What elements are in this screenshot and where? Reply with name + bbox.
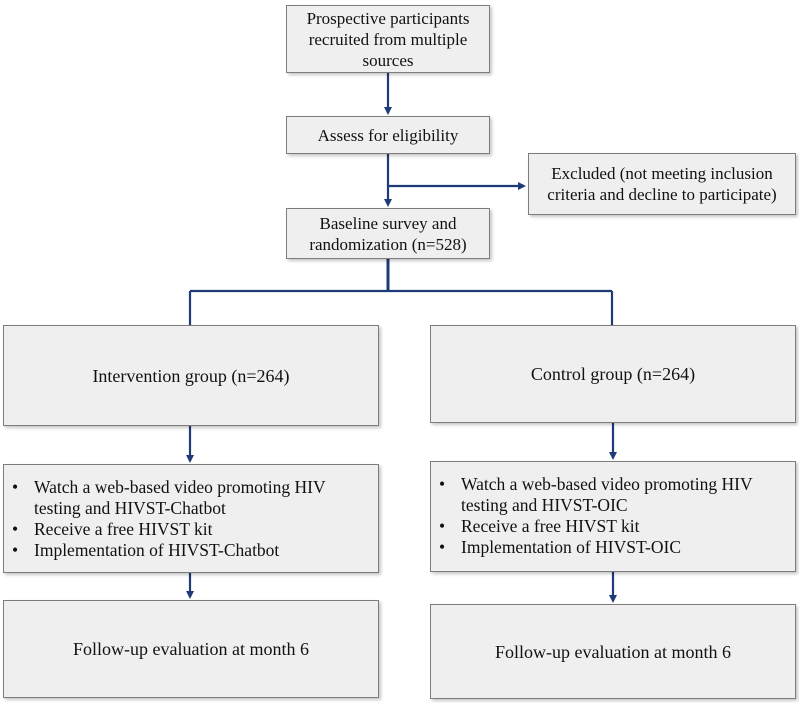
- list-item: Implementation of HIVST-Chatbot: [12, 540, 368, 561]
- eligibility-box: Assess for eligibility: [286, 116, 490, 154]
- control-steps-box: Watch a web-based video promoting HIV te…: [430, 461, 796, 572]
- control-group-box: Control group (n=264): [430, 325, 796, 423]
- excluded-box: Excluded (not meeting inclusion criteria…: [528, 153, 796, 215]
- intervention-steps-list: Watch a web-based video promoting HIV te…: [12, 477, 368, 561]
- intervention-followup-label: Follow-up evaluation at month 6: [73, 639, 309, 659]
- list-item: Watch a web-based video promoting HIV te…: [439, 474, 785, 516]
- list-item: Implementation of HIVST-OIC: [439, 537, 785, 558]
- control-steps-list: Watch a web-based video promoting HIV te…: [439, 474, 785, 558]
- list-item: Watch a web-based video promoting HIV te…: [12, 477, 368, 519]
- recruitment-box: Prospective participants recruited from …: [286, 5, 490, 73]
- intervention-followup-box: Follow-up evaluation at month 6: [3, 600, 379, 698]
- baseline-label: Baseline survey and randomization (n=528…: [309, 213, 467, 254]
- eligibility-label: Assess for eligibility: [317, 125, 459, 145]
- baseline-box: Baseline survey and randomization (n=528…: [286, 208, 490, 259]
- excluded-label: Excluded (not meeting inclusion criteria…: [547, 164, 777, 204]
- list-item: Receive a free HIVST kit: [439, 516, 785, 537]
- control-group-label: Control group (n=264): [530, 364, 696, 384]
- intervention-group-box: Intervention group (n=264): [3, 325, 379, 426]
- list-item: Receive a free HIVST kit: [12, 519, 368, 540]
- recruitment-label: Prospective participants recruited from …: [306, 8, 470, 70]
- control-followup-box: Follow-up evaluation at month 6: [430, 604, 796, 699]
- control-followup-label: Follow-up evaluation at month 6: [495, 641, 731, 662]
- intervention-group-label: Intervention group (n=264): [92, 365, 290, 386]
- intervention-steps-box: Watch a web-based video promoting HIV te…: [3, 464, 379, 573]
